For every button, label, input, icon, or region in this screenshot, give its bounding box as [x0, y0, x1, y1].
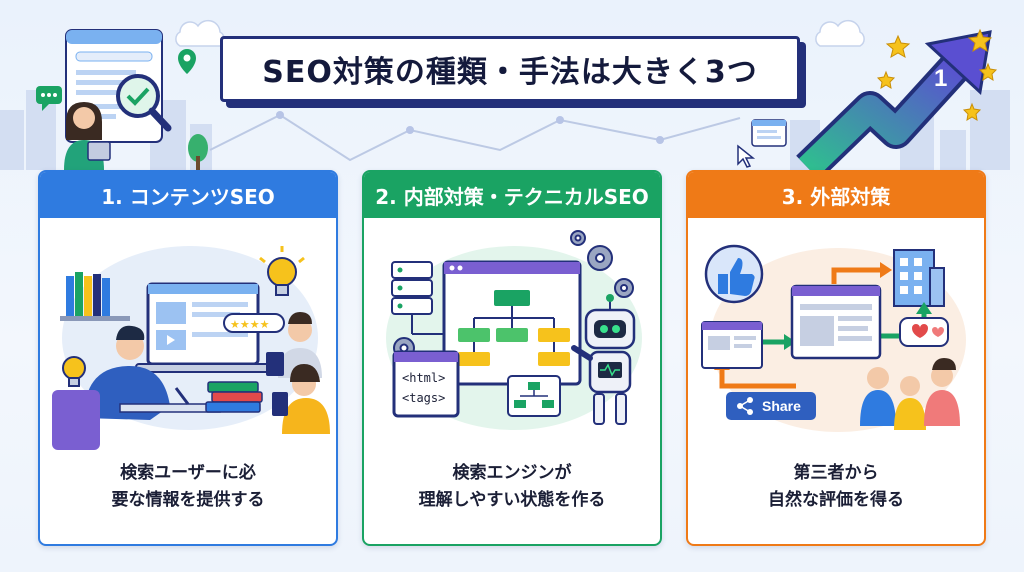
browser-window-icon [701, 321, 763, 369]
sitemap-window [442, 260, 582, 386]
cloud-icon [175, 19, 225, 47]
cursor-icon [737, 144, 756, 168]
building-icon [893, 249, 945, 307]
card-description: 検索エンジンが 理解しやすい状態を作る [418, 463, 606, 510]
thumbs-up-icon [704, 244, 764, 304]
person-at-desk [52, 325, 221, 450]
magnifier-check-icon [116, 74, 172, 132]
lightbulb-icon [62, 356, 86, 387]
people-icon [860, 358, 960, 430]
card-heading: 1. コンテンツSEO [40, 172, 336, 218]
robot-icon [571, 294, 636, 425]
page-title: SEO対策の種類・手法は大きく3つ [262, 55, 758, 90]
share-label: Share [762, 398, 801, 414]
tree-icon [188, 134, 208, 170]
books-icon [205, 381, 263, 413]
server-icon [391, 261, 446, 335]
location-pin-icon [178, 49, 196, 74]
bookshelf-icon [60, 272, 130, 321]
sitemap-icon [507, 375, 561, 417]
lightbulb-icon [259, 246, 305, 296]
trend-line [209, 113, 741, 162]
card-external-seo: 3. 外部対策 [686, 170, 986, 546]
card-description: 検索ユーザーに必 要な情報を提供する [111, 463, 265, 510]
code-window-icon: <html> <tags> [392, 350, 460, 418]
rank-badge: 1 [934, 65, 947, 92]
browser-window-icon [790, 284, 882, 360]
title-box: SEO対策の種類・手法は大きく3つ [220, 36, 800, 102]
small-browser-icon [751, 119, 787, 147]
content-seo-illustration: ★★★★ [52, 246, 330, 450]
star-rating-icon: ★★★★ [223, 313, 285, 333]
cloud-icon [815, 19, 865, 47]
tablet-icon [272, 364, 330, 434]
card-content-seo: 1. コンテンツSEO [38, 170, 338, 546]
code-line: <html> [402, 371, 445, 385]
card-technical-seo: 2. 内部対策・テクニカルSEO [362, 170, 662, 546]
card-heading: 2. 内部対策・テクニカルSEO [364, 172, 660, 218]
star-icon [876, 28, 998, 121]
share-button: Share [726, 392, 816, 420]
chat-bubble-icon [36, 86, 62, 111]
woman-with-tablet [64, 102, 111, 170]
heart-icon [899, 317, 949, 347]
technical-seo-illustration: <html> <tags> [386, 230, 642, 430]
svg-text:★★★★: ★★★★ [230, 318, 270, 331]
card-description: 第三者から 自然な評価を得る [768, 463, 904, 510]
code-line: <tags> [402, 391, 445, 405]
external-seo-illustration: Share [701, 244, 966, 432]
card-heading: 3. 外部対策 [688, 172, 984, 218]
